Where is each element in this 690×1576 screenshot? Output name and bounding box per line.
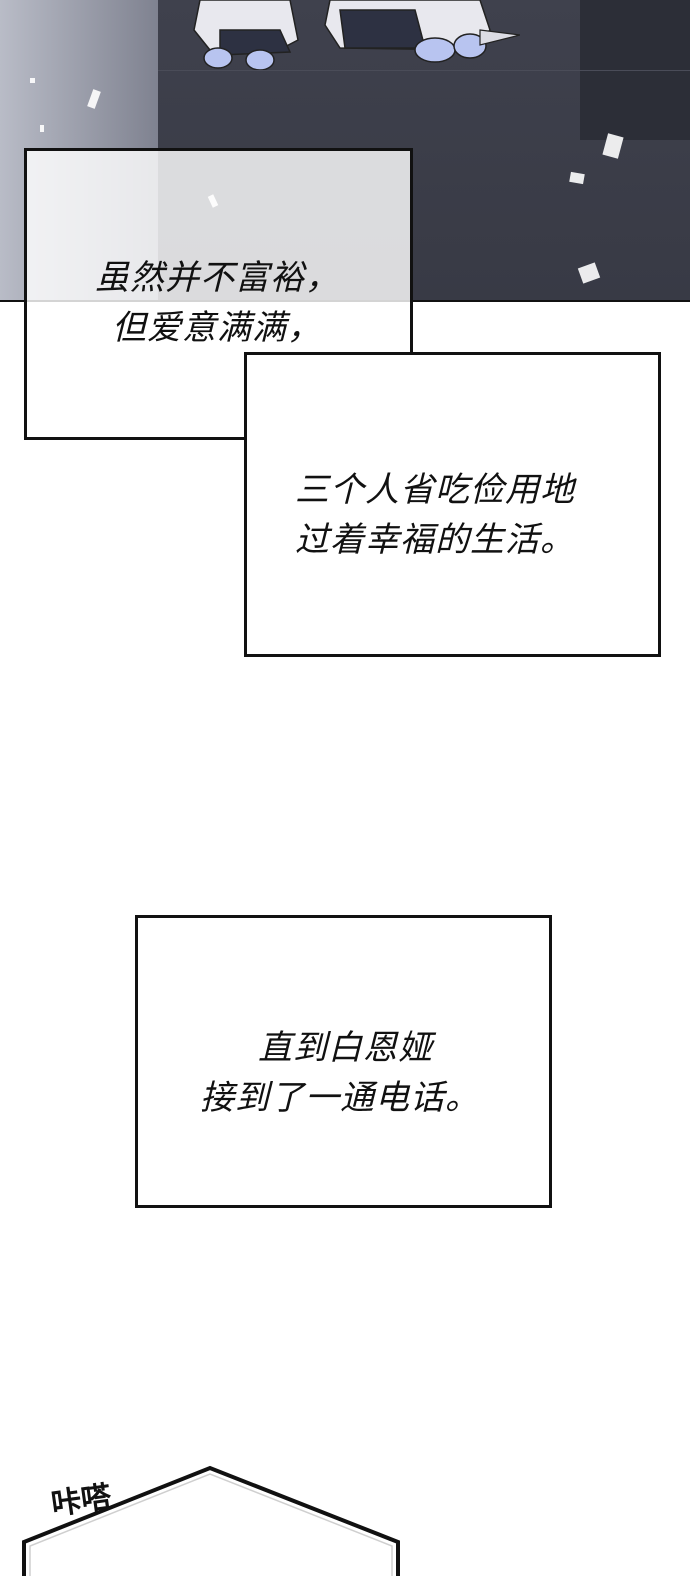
sparkle-icon [30,78,35,83]
kneeling-figures-illustration [193,0,520,70]
sparkle-icon [577,262,601,284]
caption-2-line-1: 三个人省吃俭用地 [295,470,575,510]
sparkle-icon [40,125,44,132]
sparkle-icon [569,171,585,185]
caption-1-line-1: 虽然并不富裕， [95,258,340,298]
caption-box-3 [135,915,552,1208]
caption-3-line-1: 直到白恩娅 [258,1028,433,1068]
caption-3-line-2: 接到了一通电话。 [200,1078,480,1118]
floor-line [158,70,690,71]
caption-2-line-2: 过着幸福的生活。 [295,520,575,560]
caption-1-line-2: 但爱意满满， [112,308,322,348]
caption-box-2 [244,352,661,657]
hexagon-panel-outline [22,1465,400,1576]
